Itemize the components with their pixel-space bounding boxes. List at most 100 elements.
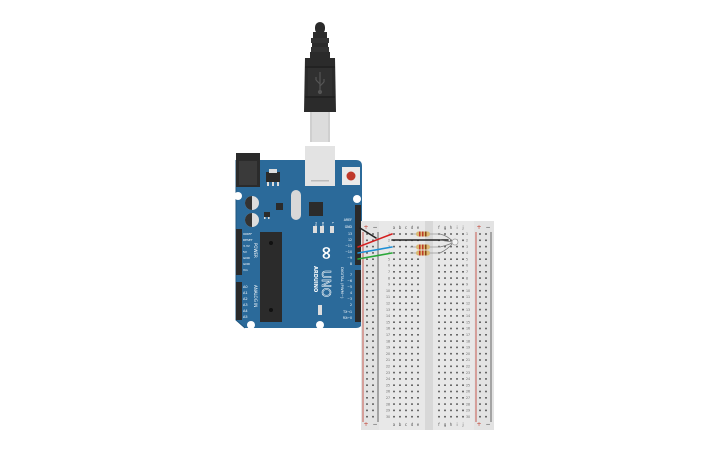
- capacitor: [245, 196, 259, 210]
- svg-text:−: −: [372, 224, 377, 231]
- svg-text:+: +: [363, 421, 368, 428]
- svg-text:RESET: RESET: [243, 238, 253, 242]
- svg-text:A3: A3: [243, 303, 248, 307]
- svg-text:c: c: [405, 225, 407, 230]
- svg-text:7: 7: [388, 270, 390, 274]
- svg-text:13: 13: [466, 308, 470, 312]
- svg-text:5V: 5V: [243, 250, 248, 254]
- svg-text:DIGITAL (PWM~): DIGITAL (PWM~): [340, 267, 345, 299]
- mounting-hole: [234, 192, 242, 200]
- resistor[interactable]: [410, 244, 440, 250]
- mounting-hole: [353, 195, 361, 203]
- svg-text:TX→1: TX→1: [342, 310, 352, 314]
- arduino-logo-text: ARDUINO: [312, 266, 318, 292]
- digital-pin-labels-bottom: 7 ~6 ~5 4 ~3 2 TX→1 RX←0: [342, 273, 352, 320]
- column-labels-top: a b c d e f g h i j: [393, 225, 464, 230]
- svg-text:28: 28: [466, 402, 470, 406]
- arduino-logo: ∞ ARDUINO UNO: [312, 246, 337, 298]
- reset-button[interactable]: [342, 167, 360, 185]
- svg-text:11: 11: [466, 295, 470, 299]
- rgb-led[interactable]: [439, 233, 459, 254]
- svg-text:5: 5: [388, 257, 390, 261]
- center-channel: [425, 221, 433, 430]
- svg-text:15: 15: [466, 320, 470, 324]
- breadboard[interactable]: + − + − + − + − a b c d e f g h i j a b …: [361, 221, 494, 430]
- svg-text:f: f: [438, 225, 440, 230]
- svg-text:g: g: [444, 225, 447, 230]
- svg-text:∞: ∞: [316, 246, 337, 261]
- svg-text:17: 17: [466, 333, 470, 337]
- svg-text:7: 7: [350, 273, 352, 277]
- svg-text:6: 6: [388, 264, 390, 268]
- svg-text:8: 8: [388, 276, 390, 280]
- svg-text:18: 18: [386, 339, 390, 343]
- svg-text:e: e: [417, 422, 420, 427]
- svg-text:12: 12: [466, 302, 470, 306]
- wire-blue-pin10[interactable]: [357, 246, 393, 254]
- svg-text:11: 11: [386, 295, 390, 299]
- svg-text:d: d: [411, 422, 414, 427]
- svg-text:23: 23: [386, 371, 390, 375]
- svg-text:25: 25: [386, 383, 390, 387]
- usb-cable[interactable]: [304, 22, 336, 142]
- svg-text:8: 8: [466, 276, 468, 280]
- atmega-microcontroller: [260, 232, 282, 322]
- power-pin-labels: IOREF RESET 3.3V 5V GND GND Vin: [243, 232, 253, 272]
- svg-text:13: 13: [386, 308, 390, 312]
- svg-text:23: 23: [466, 371, 470, 375]
- svg-text:b: b: [399, 422, 402, 427]
- svg-text:TX: TX: [314, 221, 318, 226]
- svg-text:26: 26: [466, 390, 470, 394]
- rail-labels: + − + − + − + −: [363, 224, 490, 428]
- svg-text:−: −: [485, 421, 490, 428]
- svg-text:+: +: [476, 224, 481, 231]
- svg-text:3: 3: [466, 245, 468, 249]
- resistor[interactable]: [410, 231, 440, 237]
- svg-text:A4: A4: [243, 309, 248, 313]
- svg-text:15: 15: [386, 320, 390, 324]
- wire-black-gnd[interactable]: [359, 227, 377, 239]
- svg-text:a: a: [393, 422, 396, 427]
- svg-text:i: i: [456, 225, 457, 230]
- svg-text:5: 5: [466, 257, 468, 261]
- wire-red-pin11[interactable]: [357, 233, 393, 248]
- svg-text:j: j: [461, 422, 463, 427]
- svg-text:12: 12: [386, 302, 390, 306]
- svg-text:~5: ~5: [347, 285, 352, 289]
- svg-text:16: 16: [386, 327, 390, 331]
- svg-text:g: g: [444, 422, 447, 427]
- svg-text:POWER: POWER: [253, 243, 258, 258]
- voltage-regulator: [266, 169, 280, 186]
- svg-text:b: b: [399, 225, 402, 230]
- svg-text:GND: GND: [243, 256, 251, 260]
- svg-text:4: 4: [466, 251, 468, 255]
- svg-text:a: a: [393, 225, 396, 230]
- svg-text:h: h: [450, 422, 453, 427]
- svg-text:j: j: [461, 225, 463, 230]
- svg-text:9: 9: [388, 283, 390, 287]
- svg-text:RX: RX: [321, 222, 325, 226]
- svg-text:L: L: [331, 222, 335, 224]
- arduino-uno-board[interactable]: TX RX L ∞ ARDUINO UNO POWER IOREF RESET …: [234, 146, 362, 329]
- resistor[interactable]: [410, 250, 440, 256]
- svg-text:+: +: [476, 421, 481, 428]
- svg-text:AREF: AREF: [344, 218, 352, 222]
- wires[interactable]: [357, 227, 449, 260]
- analog-header: ANALOG IN: [236, 282, 258, 320]
- svg-text:~9: ~9: [347, 256, 352, 260]
- crystal-oscillator: [291, 190, 301, 220]
- svg-text:4: 4: [350, 291, 352, 295]
- status-leds: TX RX L: [313, 221, 335, 233]
- svg-text:ANALOG IN: ANALOG IN: [253, 285, 258, 307]
- usb-symbol-icon: [315, 72, 325, 95]
- digital-header-bottom: DIGITAL (PWM~): [340, 267, 361, 322]
- svg-text:21: 21: [386, 358, 390, 362]
- wire-green-pin9[interactable]: [357, 252, 393, 260]
- svg-text:27: 27: [386, 396, 390, 400]
- svg-text:20: 20: [466, 352, 470, 356]
- svg-text:RX←0: RX←0: [343, 316, 352, 320]
- svg-text:18: 18: [466, 339, 470, 343]
- svg-text:1: 1: [388, 232, 390, 236]
- capacitor: [245, 213, 259, 227]
